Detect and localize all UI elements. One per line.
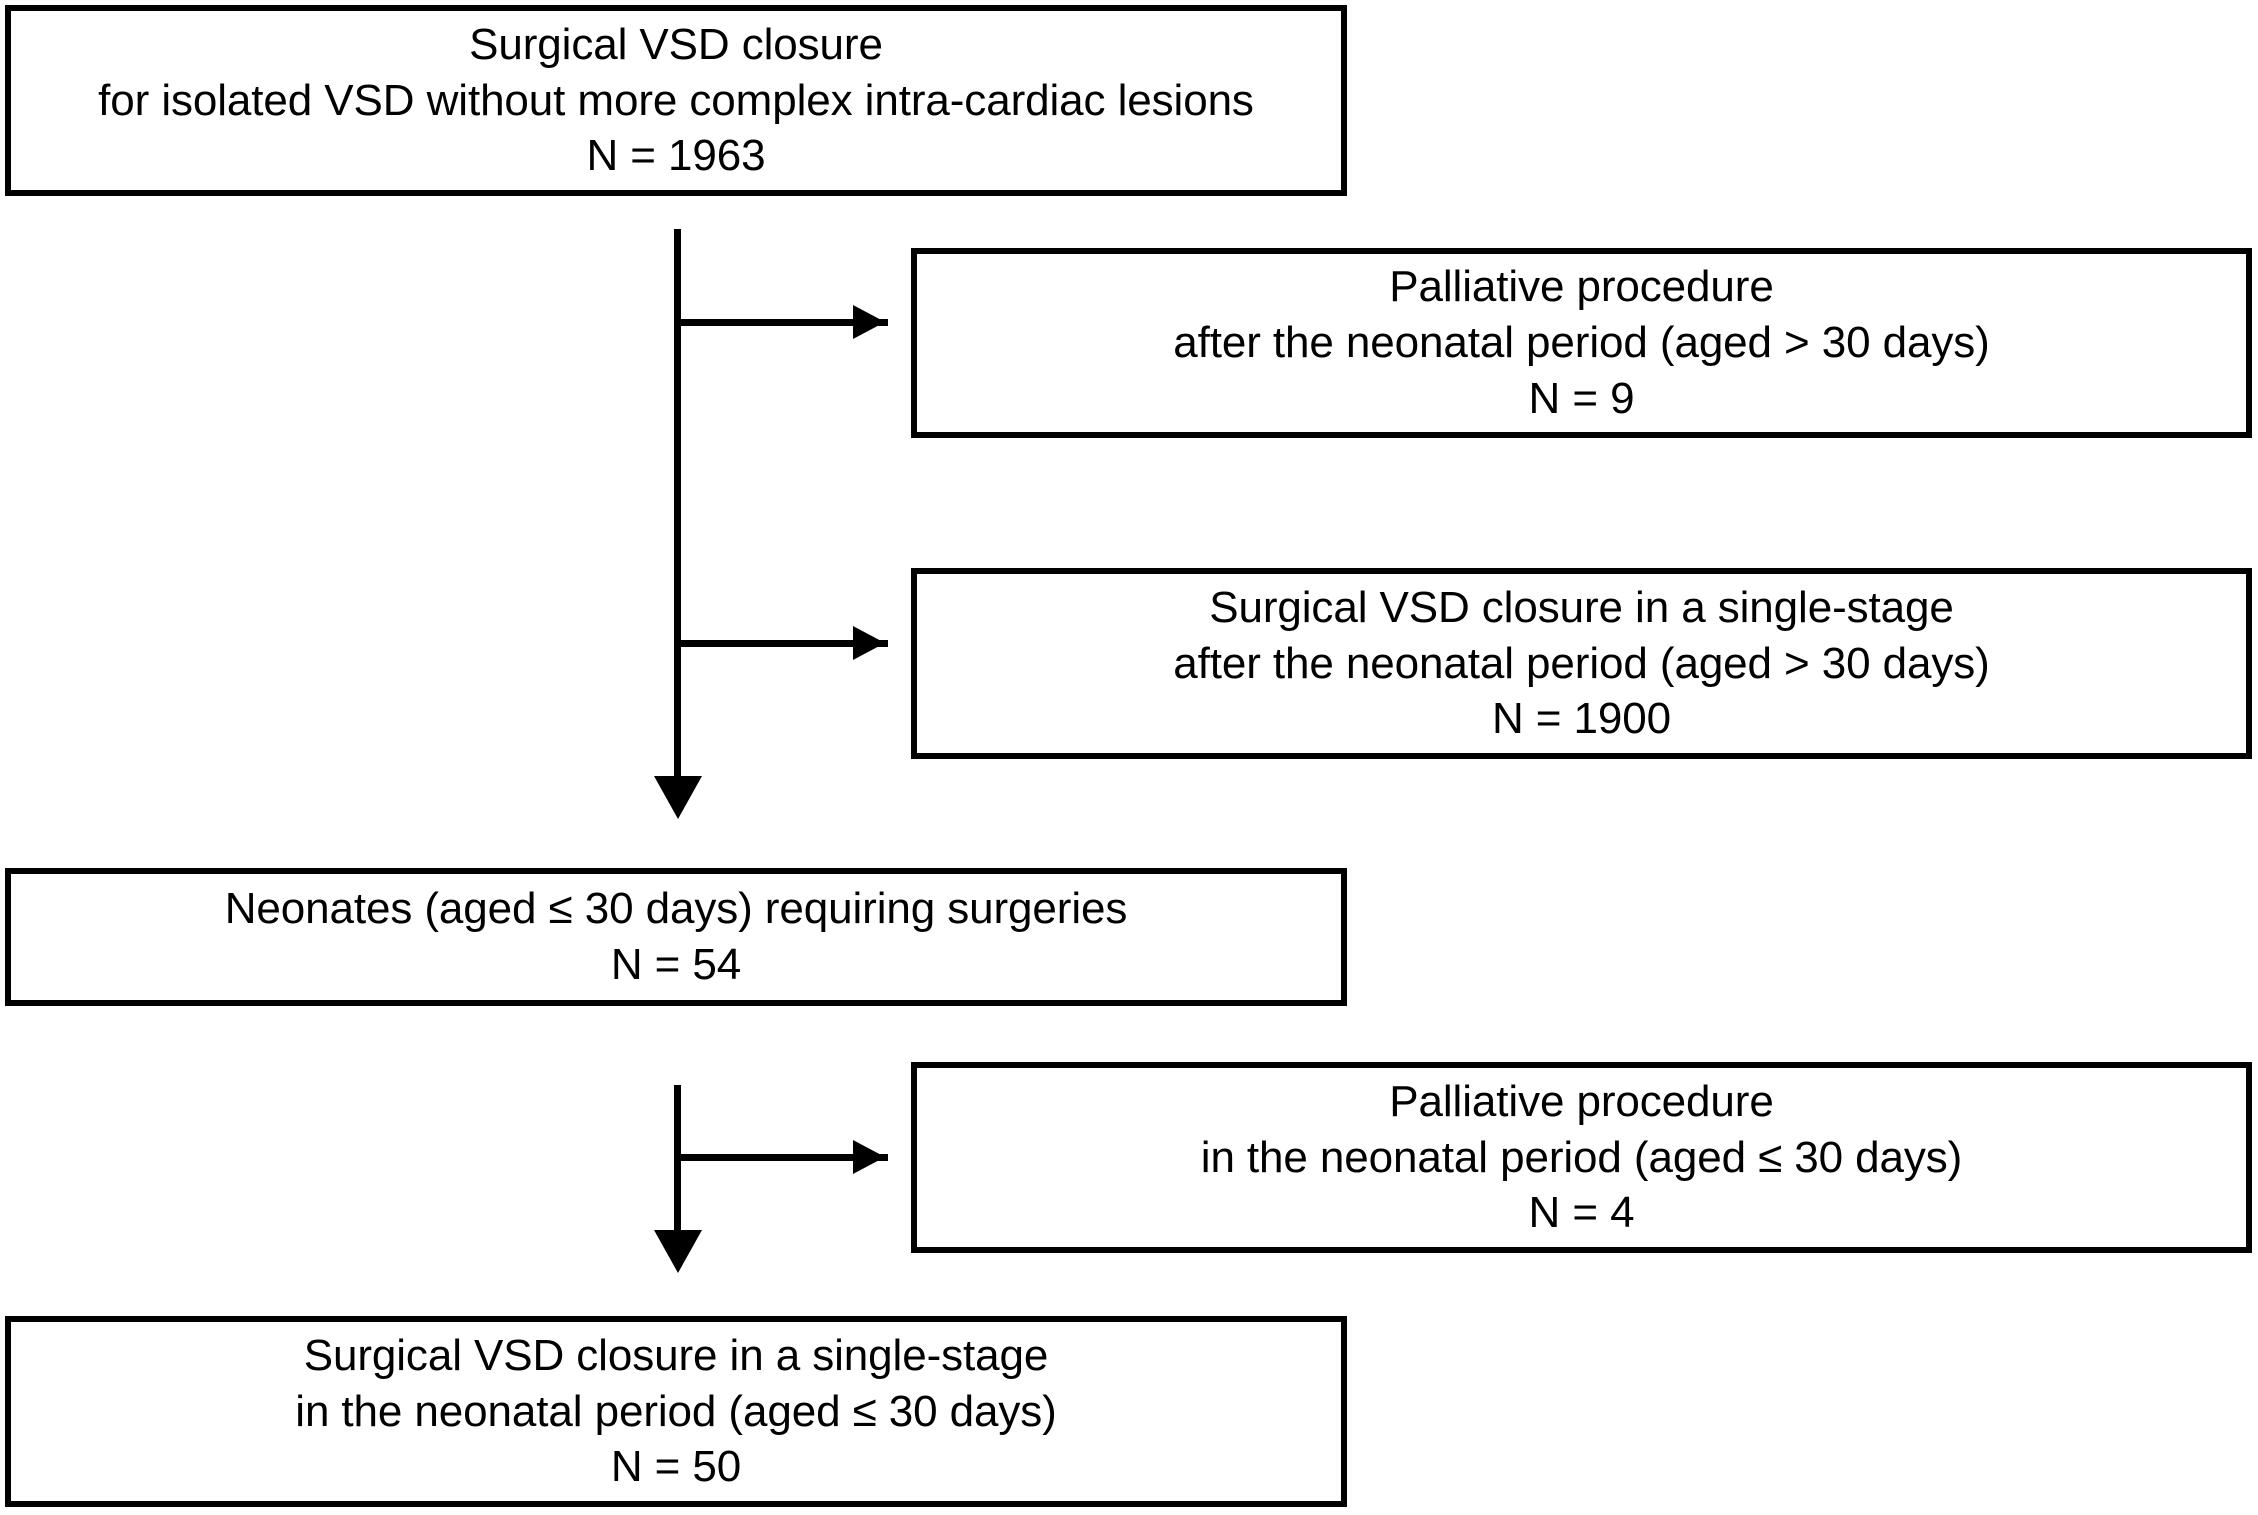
node-final-cohort-line-2: in the neonatal period (aged ≤ 30 days) — [295, 1386, 1057, 1436]
node-palliative-neonatal: Palliative procedure in the neonatal per… — [911, 1062, 2252, 1253]
arrowhead-down-icon — [654, 1230, 702, 1273]
arrowhead-right-icon — [853, 626, 885, 660]
node-surgical-post-neonatal: Surgical VSD closure in a single-stage a… — [911, 568, 2252, 759]
node-surgical-post-neonatal-count: N = 1900 — [1491, 694, 1671, 744]
node-final-cohort-count: N = 50 — [610, 1442, 742, 1492]
node-palliative-neonatal-count: N = 4 — [1528, 1188, 1635, 1238]
arrowhead-right-icon — [853, 305, 885, 339]
node-neonates-cohort: Neonates (aged ≤ 30 days) requiring surg… — [5, 868, 1347, 1006]
node-palliative-post-neonatal-line-1: Palliative procedure — [1389, 262, 1774, 312]
node-palliative-neonatal-line-2: in the neonatal period (aged ≤ 30 days) — [1200, 1132, 1963, 1182]
connector-trunk-root-to-neonates — [674, 229, 681, 776]
node-palliative-post-neonatal: Palliative procedure after the neonatal … — [911, 248, 2252, 438]
node-source-cohort-count: N = 1963 — [586, 131, 766, 181]
node-final-cohort: Surgical VSD closure in a single-stage i… — [5, 1316, 1347, 1507]
arrowhead-right-icon — [853, 1140, 885, 1174]
node-palliative-post-neonatal-line-2: after the neonatal period (aged > 30 day… — [1173, 318, 1990, 368]
node-palliative-neonatal-line-1: Palliative procedure — [1389, 1076, 1774, 1126]
node-neonates-cohort-line-1: Neonates (aged ≤ 30 days) requiring surg… — [224, 884, 1128, 934]
node-neonates-cohort-count: N = 54 — [610, 940, 742, 989]
node-palliative-post-neonatal-count: N = 9 — [1528, 373, 1635, 423]
node-surgical-post-neonatal-line-1: Surgical VSD closure in a single-stage — [1209, 582, 1954, 632]
node-source-cohort-line-2: for isolated VSD without more complex in… — [98, 75, 1254, 125]
connector-branch-to-palliative-neonatal — [674, 1154, 888, 1161]
connector-branch-to-surgical-post-neonatal — [674, 640, 888, 647]
node-surgical-post-neonatal-line-2: after the neonatal period (aged > 30 day… — [1173, 638, 1990, 688]
arrowhead-down-icon — [654, 776, 702, 819]
node-final-cohort-line-1: Surgical VSD closure in a single-stage — [303, 1330, 1049, 1380]
connector-branch-to-palliative-post-neonatal — [674, 319, 888, 326]
node-source-cohort-line-1: Surgical VSD closure — [469, 19, 883, 69]
node-source-cohort: Surgical VSD closure for isolated VSD wi… — [5, 5, 1347, 196]
